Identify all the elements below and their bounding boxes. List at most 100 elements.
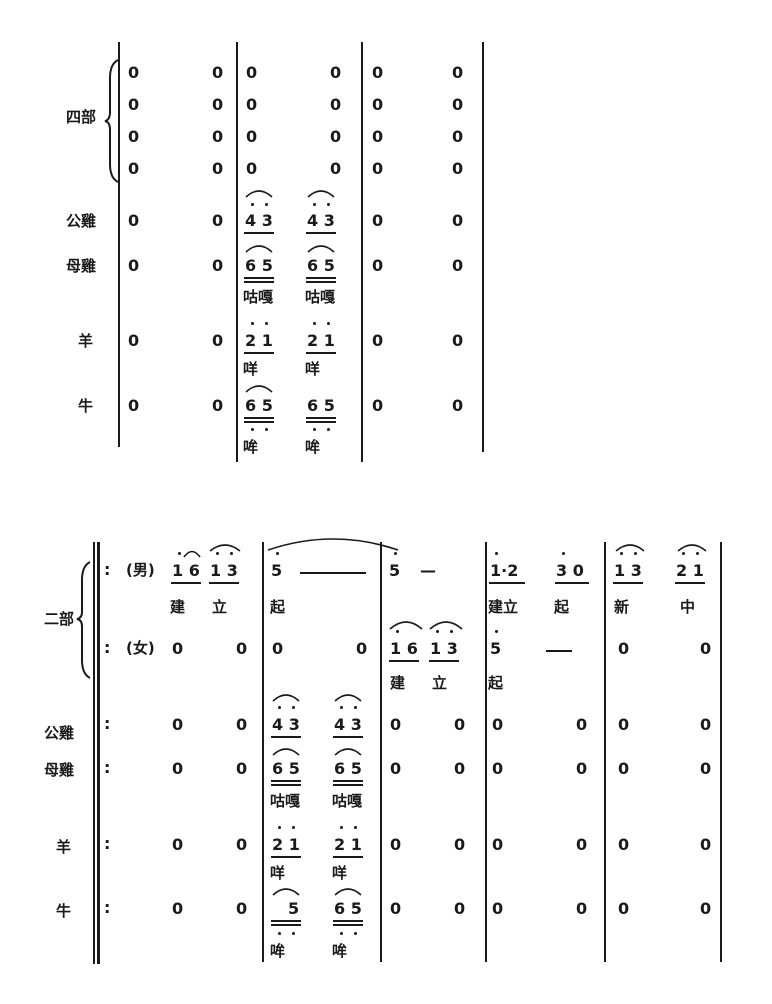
lyric: 咩 [305, 360, 321, 378]
barline [361, 42, 363, 462]
underline [675, 582, 705, 584]
male-lyric: 建立 [488, 598, 519, 616]
lyric: 哞 [270, 942, 286, 960]
rest: 0 [452, 331, 464, 350]
rest: 0 [700, 899, 712, 918]
male-lyric: 起 [554, 598, 570, 616]
rest: 0 [576, 759, 588, 778]
label-gongji: 公雞 [66, 212, 97, 230]
note-group: 2 1 [272, 835, 300, 854]
rest: 0 [236, 835, 248, 854]
label-two-part: 二部 [44, 610, 75, 628]
underline [389, 660, 419, 662]
high-dot [682, 552, 685, 555]
high-dot [450, 630, 453, 633]
rest: 0 [246, 95, 258, 114]
rest: 0 [390, 715, 402, 734]
rest: 0 [452, 256, 464, 275]
male-lyric: 起 [270, 598, 286, 616]
high-dot [634, 552, 637, 555]
high-dot [276, 552, 279, 555]
rest: 0 [452, 211, 464, 230]
slur [272, 748, 300, 756]
repeat-sign: : [104, 898, 111, 917]
label-muji: 母雞 [66, 257, 97, 275]
rest: 0 [452, 159, 464, 178]
high-dot [178, 552, 181, 555]
rest: 0 [454, 899, 466, 918]
slur [272, 888, 300, 896]
rest: 0 [172, 759, 184, 778]
rest: 0 [128, 331, 140, 350]
barline [236, 42, 238, 462]
rest: 0 [212, 63, 224, 82]
rest: 0 [454, 715, 466, 734]
underline [429, 660, 459, 662]
lyric: 哞 [305, 438, 321, 456]
note-group: 4 3 [272, 715, 300, 734]
rest: 0 [128, 396, 140, 415]
lyric: 咕嘎 [305, 288, 336, 306]
slur [334, 748, 362, 756]
rest: 0 [236, 715, 248, 734]
female-notes: 1 3 [430, 639, 458, 658]
rest: 0 [390, 835, 402, 854]
underline [244, 421, 274, 423]
lyric: 哞 [332, 942, 348, 960]
rest: 0 [212, 331, 224, 350]
lyric: 咕嘎 [243, 288, 274, 306]
high-dot [265, 428, 268, 431]
label-niu: 牛 [78, 397, 94, 415]
note-group: 6 5 [307, 256, 335, 275]
dash-line [300, 572, 366, 574]
high-dot [251, 322, 254, 325]
high-dot [354, 706, 357, 709]
rest: 0 [372, 159, 384, 178]
rest: 0 [246, 63, 258, 82]
rest: 0 [330, 127, 342, 146]
label-four-part: 四部 [66, 108, 97, 126]
rest: 0 [372, 95, 384, 114]
high-dot [278, 932, 281, 935]
barline [482, 42, 484, 452]
rest: 0 [272, 639, 284, 658]
rest: 0 [700, 835, 712, 854]
rest: 0 [246, 159, 258, 178]
slur [429, 621, 463, 630]
high-dot [292, 932, 295, 935]
barline [720, 542, 722, 962]
underline [306, 421, 336, 423]
high-dot [313, 428, 316, 431]
slur [307, 245, 335, 253]
high-dot [327, 322, 330, 325]
rest: 0 [576, 715, 588, 734]
rest: 0 [492, 835, 504, 854]
rest: 0 [452, 396, 464, 415]
rest: 0 [236, 899, 248, 918]
high-dot [562, 552, 565, 555]
female-lyric: 建 [390, 674, 406, 692]
male-notes: 1 3 [210, 561, 238, 580]
rest: 0 [618, 715, 630, 734]
rest: 0 [172, 715, 184, 734]
rest: 0 [212, 211, 224, 230]
high-dot [354, 932, 357, 935]
rest: 0 [212, 95, 224, 114]
underline [306, 277, 336, 279]
rest: 0 [212, 127, 224, 146]
rest: 0 [246, 127, 258, 146]
rest: 0 [454, 759, 466, 778]
rest: 0 [128, 211, 140, 230]
high-dot [394, 552, 397, 555]
female-voice-label: (女) [126, 639, 155, 657]
slur [334, 888, 362, 896]
female-lyric: 立 [432, 674, 448, 692]
rest: 0 [128, 63, 140, 82]
repeat-sign: : [104, 560, 111, 579]
rest: 0 [452, 63, 464, 82]
underline [271, 856, 301, 858]
rest: 0 [212, 256, 224, 275]
female-notes: 5 [490, 639, 502, 658]
male-notes: 1·2 [490, 561, 519, 580]
rest: 0 [330, 63, 342, 82]
